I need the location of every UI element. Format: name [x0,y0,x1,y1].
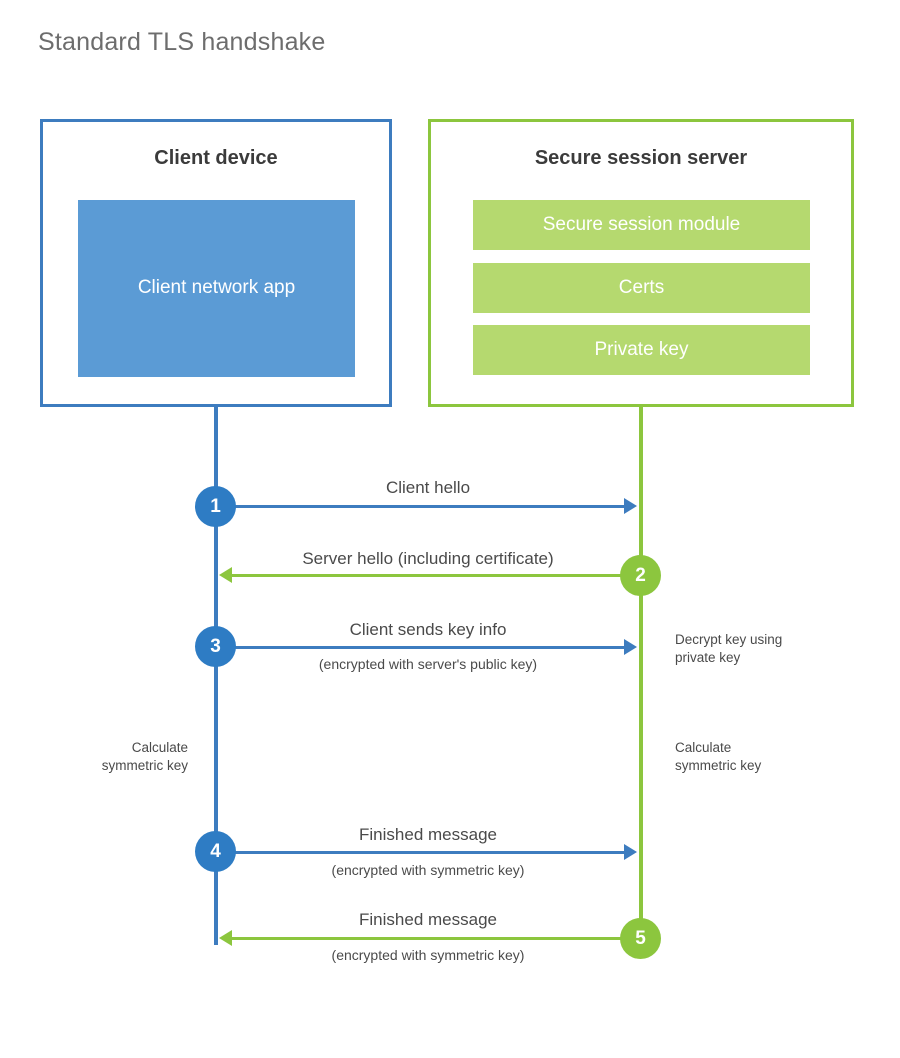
certs-block: Certs [473,263,810,313]
server-calculate-symmetric-key-note: Calculate symmetric key [675,739,865,775]
step-2-label: Server hello (including certificate) [302,549,554,568]
step-5-marker[interactable]: 5 [620,918,661,959]
step-4-marker[interactable]: 4 [195,831,236,872]
step-2-marker[interactable]: 2 [620,555,661,596]
step-3-sublabel: (encrypted with server's public key) [318,656,538,672]
server-lifeline [639,405,643,941]
step-2-arrow-head-icon [219,567,232,583]
step-4-sublabel: (encrypted with symmetric key) [331,862,525,878]
client-network-app-block: Client network app [78,200,355,377]
server-calc-note-line2: symmetric key [675,758,762,774]
step-2-arrow-line [232,574,641,577]
client-device-box: Client device Client network app [40,119,392,407]
step-3-label: Client sends key info [349,620,507,639]
step-5-label: Finished message [359,910,497,929]
step-4-arrow-head-icon [624,844,637,860]
step-1-arrow-head-icon [624,498,637,514]
step-1-label: Client hello [385,478,471,497]
step-1-arrow-line [216,505,626,508]
decrypt-key-note-line1: Decrypt key using [675,632,783,647]
secure-session-server-title: Secure session server [534,147,748,169]
secure-session-module-block: Secure session module [473,200,810,250]
client-calculate-symmetric-key-note: Calculate symmetric key [20,739,188,775]
step-1-marker[interactable]: 1 [195,486,236,527]
step-3-arrow-head-icon [624,639,637,655]
step-3-arrow-line [216,646,626,649]
secure-session-server-box: Secure session server Secure session mod… [428,119,854,407]
step-4-label: Finished message [359,825,497,844]
step-5-arrow-line [232,937,641,940]
server-calc-note-line1: Calculate [675,740,732,755]
step-4-arrow-line [216,851,626,854]
client-device-title: Client device [154,147,278,169]
step-5-sublabel: (encrypted with symmetric key) [331,947,525,963]
step-3-marker[interactable]: 3 [195,626,236,667]
decrypt-key-note-line2: private key [675,650,741,666]
client-calc-note-line2: symmetric key [101,758,188,774]
decrypt-key-note: Decrypt key using private key [675,631,865,667]
private-key-block: Private key [473,325,810,375]
page-title: Standard TLS handshake [38,28,326,56]
client-calc-note-line1: Calculate [131,740,188,755]
step-5-arrow-head-icon [219,930,232,946]
client-lifeline [214,405,218,945]
